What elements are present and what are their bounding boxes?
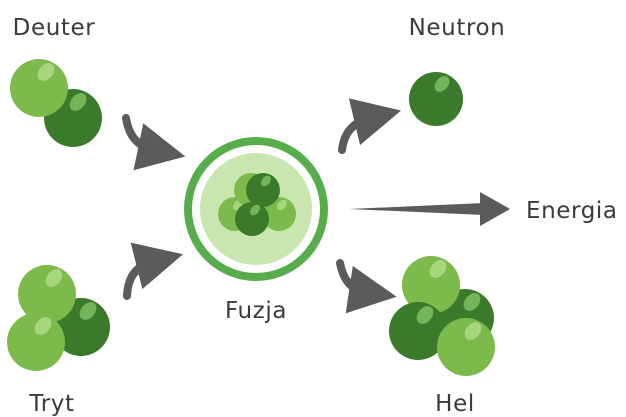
deuterium-label: Deuter xyxy=(13,15,96,41)
deuterium-proton-particle xyxy=(10,59,68,117)
helium-label: Hel xyxy=(435,391,475,417)
tritium-label: Tryt xyxy=(28,391,74,417)
tritium-group xyxy=(7,265,110,371)
fusion-label: Fuzja xyxy=(225,298,287,324)
fusion-to-energy-arrow xyxy=(349,192,510,226)
energy-label: Energia xyxy=(526,198,618,224)
fusion-to-helium-arrow xyxy=(340,263,365,292)
neutron-label: Neutron xyxy=(409,15,506,41)
deuterium-to-fusion-arrow xyxy=(126,118,154,150)
deuterium-group xyxy=(10,59,102,147)
tritium-proton-particle xyxy=(18,265,76,323)
fusion-core xyxy=(184,137,328,281)
fusion-to-neutron-arrow xyxy=(342,118,370,150)
tritium-neutron-particle-2 xyxy=(7,313,65,371)
helium-proton-particle-2 xyxy=(437,318,495,376)
helium-group xyxy=(389,256,495,376)
tritium-to-fusion-arrow xyxy=(127,262,152,296)
neutron-particle xyxy=(409,72,463,126)
